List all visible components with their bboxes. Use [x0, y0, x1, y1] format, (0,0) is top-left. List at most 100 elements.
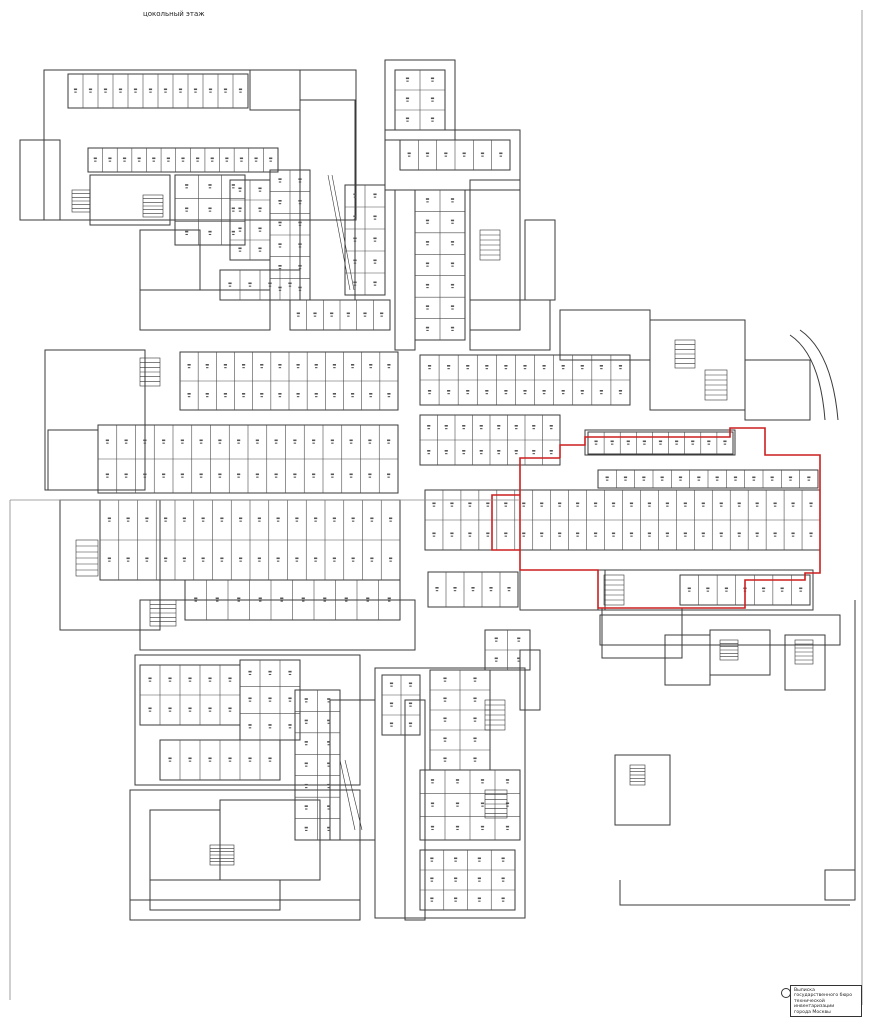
room — [149, 879, 281, 911]
stall-number — [770, 476, 774, 479]
stall-area — [305, 722, 308, 724]
stall-number — [296, 364, 300, 366]
stall-number — [373, 193, 377, 196]
stall-area — [799, 590, 802, 592]
stall-area — [426, 244, 429, 246]
stall-area — [228, 285, 232, 287]
stall-area — [581, 393, 584, 395]
stall-area — [305, 701, 308, 703]
stall-number — [647, 532, 652, 535]
stall-number — [540, 532, 544, 535]
stall-number — [724, 587, 729, 590]
stall-area — [248, 673, 252, 676]
stall-number — [296, 312, 300, 315]
ramp-corridor — [299, 99, 356, 301]
stall-number — [501, 897, 505, 900]
room — [709, 629, 771, 676]
stall-number — [258, 207, 262, 210]
stall-area — [480, 453, 483, 455]
stall-number — [314, 557, 318, 560]
stall-area — [451, 329, 454, 331]
stall-area — [451, 201, 454, 203]
stall-number — [675, 440, 679, 443]
stall-area — [702, 505, 705, 507]
stall-number — [182, 557, 186, 560]
stall-area — [435, 590, 439, 592]
stall-area — [612, 535, 615, 537]
room — [139, 289, 271, 331]
stall-area — [185, 233, 188, 236]
stall-number — [405, 97, 410, 100]
stall-area — [387, 396, 391, 398]
stall-area — [248, 760, 252, 762]
stall-number — [228, 282, 232, 285]
stall-area — [789, 479, 792, 481]
stall-area — [187, 396, 191, 398]
stall-area — [561, 368, 565, 370]
stall-number — [260, 364, 264, 366]
stall-number — [408, 722, 413, 725]
stall-area — [218, 442, 222, 444]
stall-number — [499, 152, 503, 155]
stall-area — [201, 520, 205, 522]
stall-area — [426, 287, 429, 289]
stall-number — [344, 597, 348, 600]
stall-area — [276, 560, 280, 562]
stall-area — [208, 760, 212, 762]
stall-area — [558, 535, 561, 537]
stall-area — [428, 368, 431, 370]
room — [469, 299, 551, 351]
room — [149, 809, 221, 881]
stall-number — [593, 532, 598, 535]
stall-number — [255, 473, 259, 476]
stall-area — [762, 590, 765, 592]
stall-area — [426, 329, 429, 331]
stall-number — [468, 502, 472, 505]
stall-number — [430, 857, 434, 860]
stall-number — [145, 517, 149, 520]
stall-number — [427, 425, 431, 427]
stall-number — [88, 88, 93, 91]
stall-number — [304, 719, 308, 722]
stall-number — [241, 364, 246, 366]
inventory-stamp: Выписка государственного бюро техническо… — [781, 985, 862, 1017]
stall-area — [409, 725, 412, 727]
stall-area — [345, 600, 348, 602]
stall-area — [183, 520, 186, 522]
stall-area — [315, 396, 318, 398]
stall-number — [522, 532, 526, 535]
stall-number — [504, 532, 508, 535]
stall-number — [143, 473, 147, 476]
stall-number — [425, 198, 430, 200]
stall-area — [295, 560, 299, 562]
stall-area — [167, 160, 170, 162]
stall-number — [561, 365, 565, 367]
stall-area — [450, 505, 454, 507]
stall-area — [206, 367, 209, 369]
stall-number — [599, 390, 603, 392]
stall-number — [430, 877, 434, 880]
stall-area — [331, 476, 334, 478]
room — [249, 69, 301, 111]
stall-area — [456, 805, 459, 807]
stall-number — [295, 557, 299, 560]
stall-number — [278, 243, 282, 245]
corridor — [129, 899, 361, 921]
stall-area — [807, 479, 811, 481]
room — [404, 699, 426, 921]
stall-number — [687, 587, 691, 590]
stall-number — [241, 393, 246, 395]
stall-number — [298, 243, 302, 245]
stall-area — [497, 453, 500, 455]
stall-area — [208, 680, 212, 682]
stall-area — [280, 600, 283, 602]
stall-number — [450, 262, 455, 265]
stall-block — [87, 147, 279, 173]
stall-area — [305, 765, 308, 767]
stall-number — [444, 425, 448, 427]
stall-area — [331, 442, 334, 444]
stall-number — [268, 670, 272, 673]
stall-area — [576, 505, 579, 507]
stall-area — [185, 210, 188, 212]
stall-area — [108, 160, 112, 162]
